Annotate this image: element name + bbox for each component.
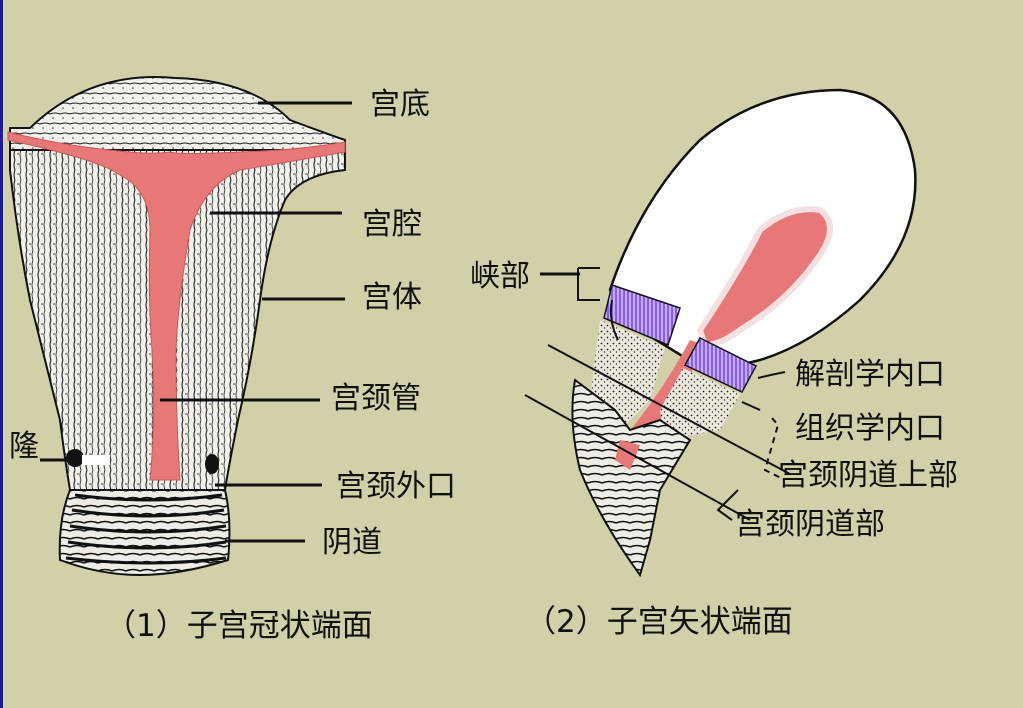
coronal-section (7, 76, 346, 577)
label-canal: 宫颈管 (331, 381, 421, 416)
isthmus-band-upper (603, 284, 681, 347)
fundus-shape (9, 76, 346, 151)
label-vaginal: 宫颈阴道部 (735, 507, 885, 542)
label-external-os: 宫颈外口 (336, 469, 456, 504)
label-anatomical-os: 解剖学内口 (795, 357, 945, 392)
sagittal-section (571, 88, 917, 578)
label-vagina: 阴道 (322, 525, 382, 560)
vaginal-portion-shape (571, 378, 692, 578)
cervix-tissue-right (660, 368, 740, 440)
label-fornix: 隆 (9, 429, 39, 464)
label-supravaginal: 宫颈阴道上部 (778, 458, 958, 493)
fig2-guide-lines (524, 267, 791, 521)
cervix-tissue-left (590, 320, 665, 430)
uterine-cavity-shape (7, 131, 346, 481)
sagittal-cavity-shape (696, 206, 833, 349)
label-histological-os: 组织学内口 (795, 411, 945, 446)
label-cavity: 宫腔 (362, 207, 422, 242)
label-isthmus: 峡部 (470, 259, 530, 294)
caption-sagittal: （2）子宫矢状端面 (525, 604, 793, 640)
fig1-leader-lines (40, 101, 352, 543)
label-fundus: 宫底 (370, 87, 430, 122)
label-body: 宫体 (362, 280, 422, 315)
isthmus-band-lower (683, 337, 758, 393)
vaginal-rugae (65, 493, 227, 565)
left-border (0, 0, 3, 708)
caption-coronal: （1）子宫冠状端面 (105, 608, 373, 644)
